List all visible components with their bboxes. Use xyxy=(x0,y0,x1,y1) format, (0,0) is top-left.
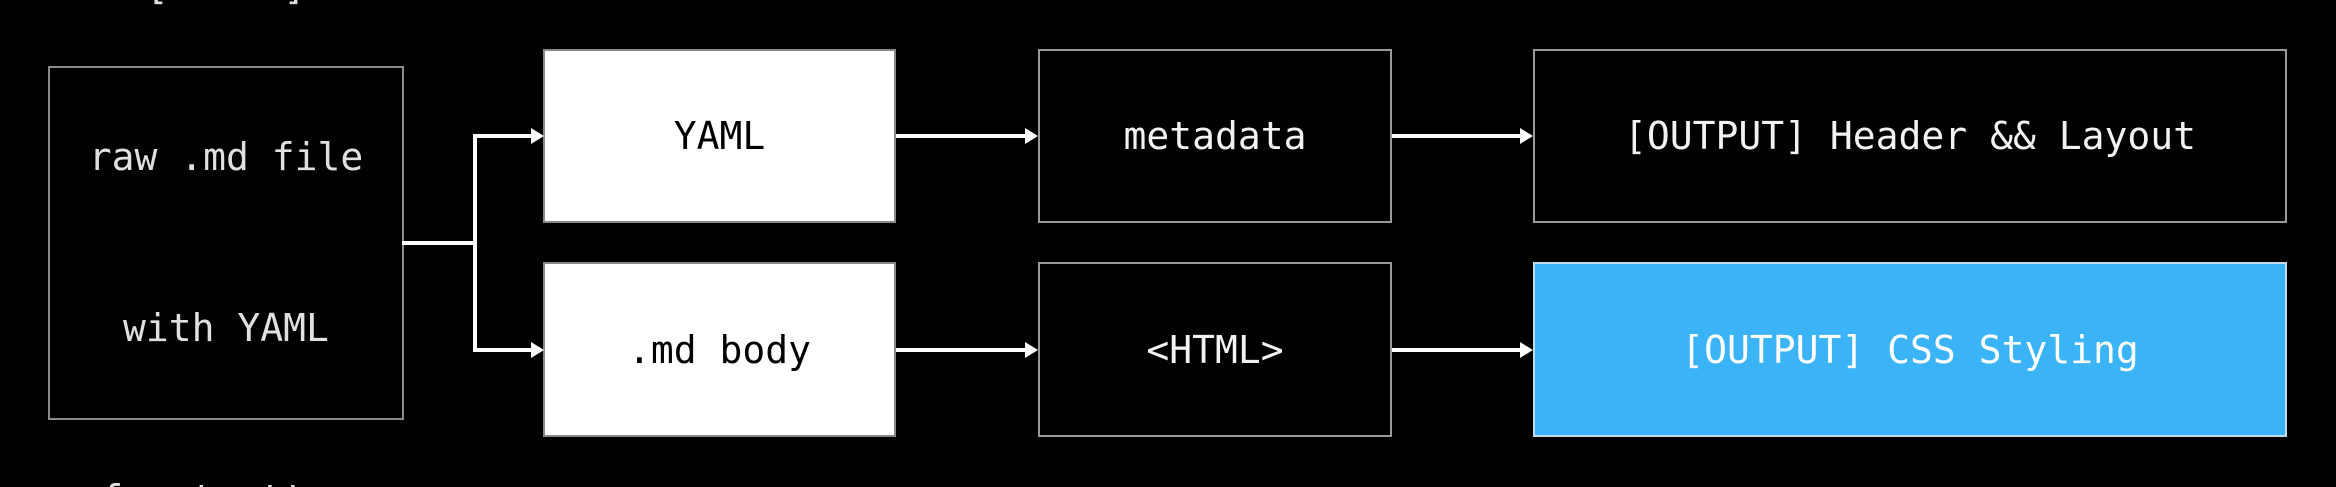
edge-input-to-md-body xyxy=(473,348,531,352)
edge-metadata-to-output-header xyxy=(1392,134,1520,138)
edge-md-body-to-html xyxy=(896,348,1025,352)
edge-html-to-output-css xyxy=(1392,348,1520,352)
arrowhead-md-body-to-html-icon xyxy=(1025,342,1038,358)
node-output-header-layout: [OUTPUT] Header && Layout xyxy=(1533,49,2287,223)
node-html: <HTML> xyxy=(1038,262,1392,437)
node-input-line-4: frontmatter xyxy=(89,471,364,487)
node-input-raw-md-file: [INPUT] raw .md file with YAML frontmatt… xyxy=(48,0,404,487)
node-yaml: YAML xyxy=(543,49,896,223)
arrowhead-metadata-to-output-header-icon xyxy=(1520,128,1533,144)
edge-input-to-yaml xyxy=(473,134,531,138)
node-input-label: [INPUT] raw .md file with YAML frontmatt… xyxy=(89,0,364,487)
arrowhead-html-to-output-css-icon xyxy=(1520,342,1533,358)
node-input-line-3: with YAML xyxy=(123,306,329,350)
edge-input-branch-vertical xyxy=(473,134,477,352)
node-output-css-styling: [OUTPUT] CSS Styling xyxy=(1533,262,2287,437)
arrowhead-input-to-md-body-icon xyxy=(531,342,544,358)
node-input-line-2: raw .md file xyxy=(88,135,364,179)
arrowhead-yaml-to-metadata-icon xyxy=(1025,128,1038,144)
node-input-line-1: [INPUT] xyxy=(89,0,364,15)
node-metadata: metadata xyxy=(1038,49,1392,223)
node-md-body: .md body xyxy=(543,262,896,437)
arrowhead-input-to-yaml-icon xyxy=(531,128,544,144)
edge-input-stem xyxy=(402,241,475,245)
edge-yaml-to-metadata xyxy=(896,134,1025,138)
